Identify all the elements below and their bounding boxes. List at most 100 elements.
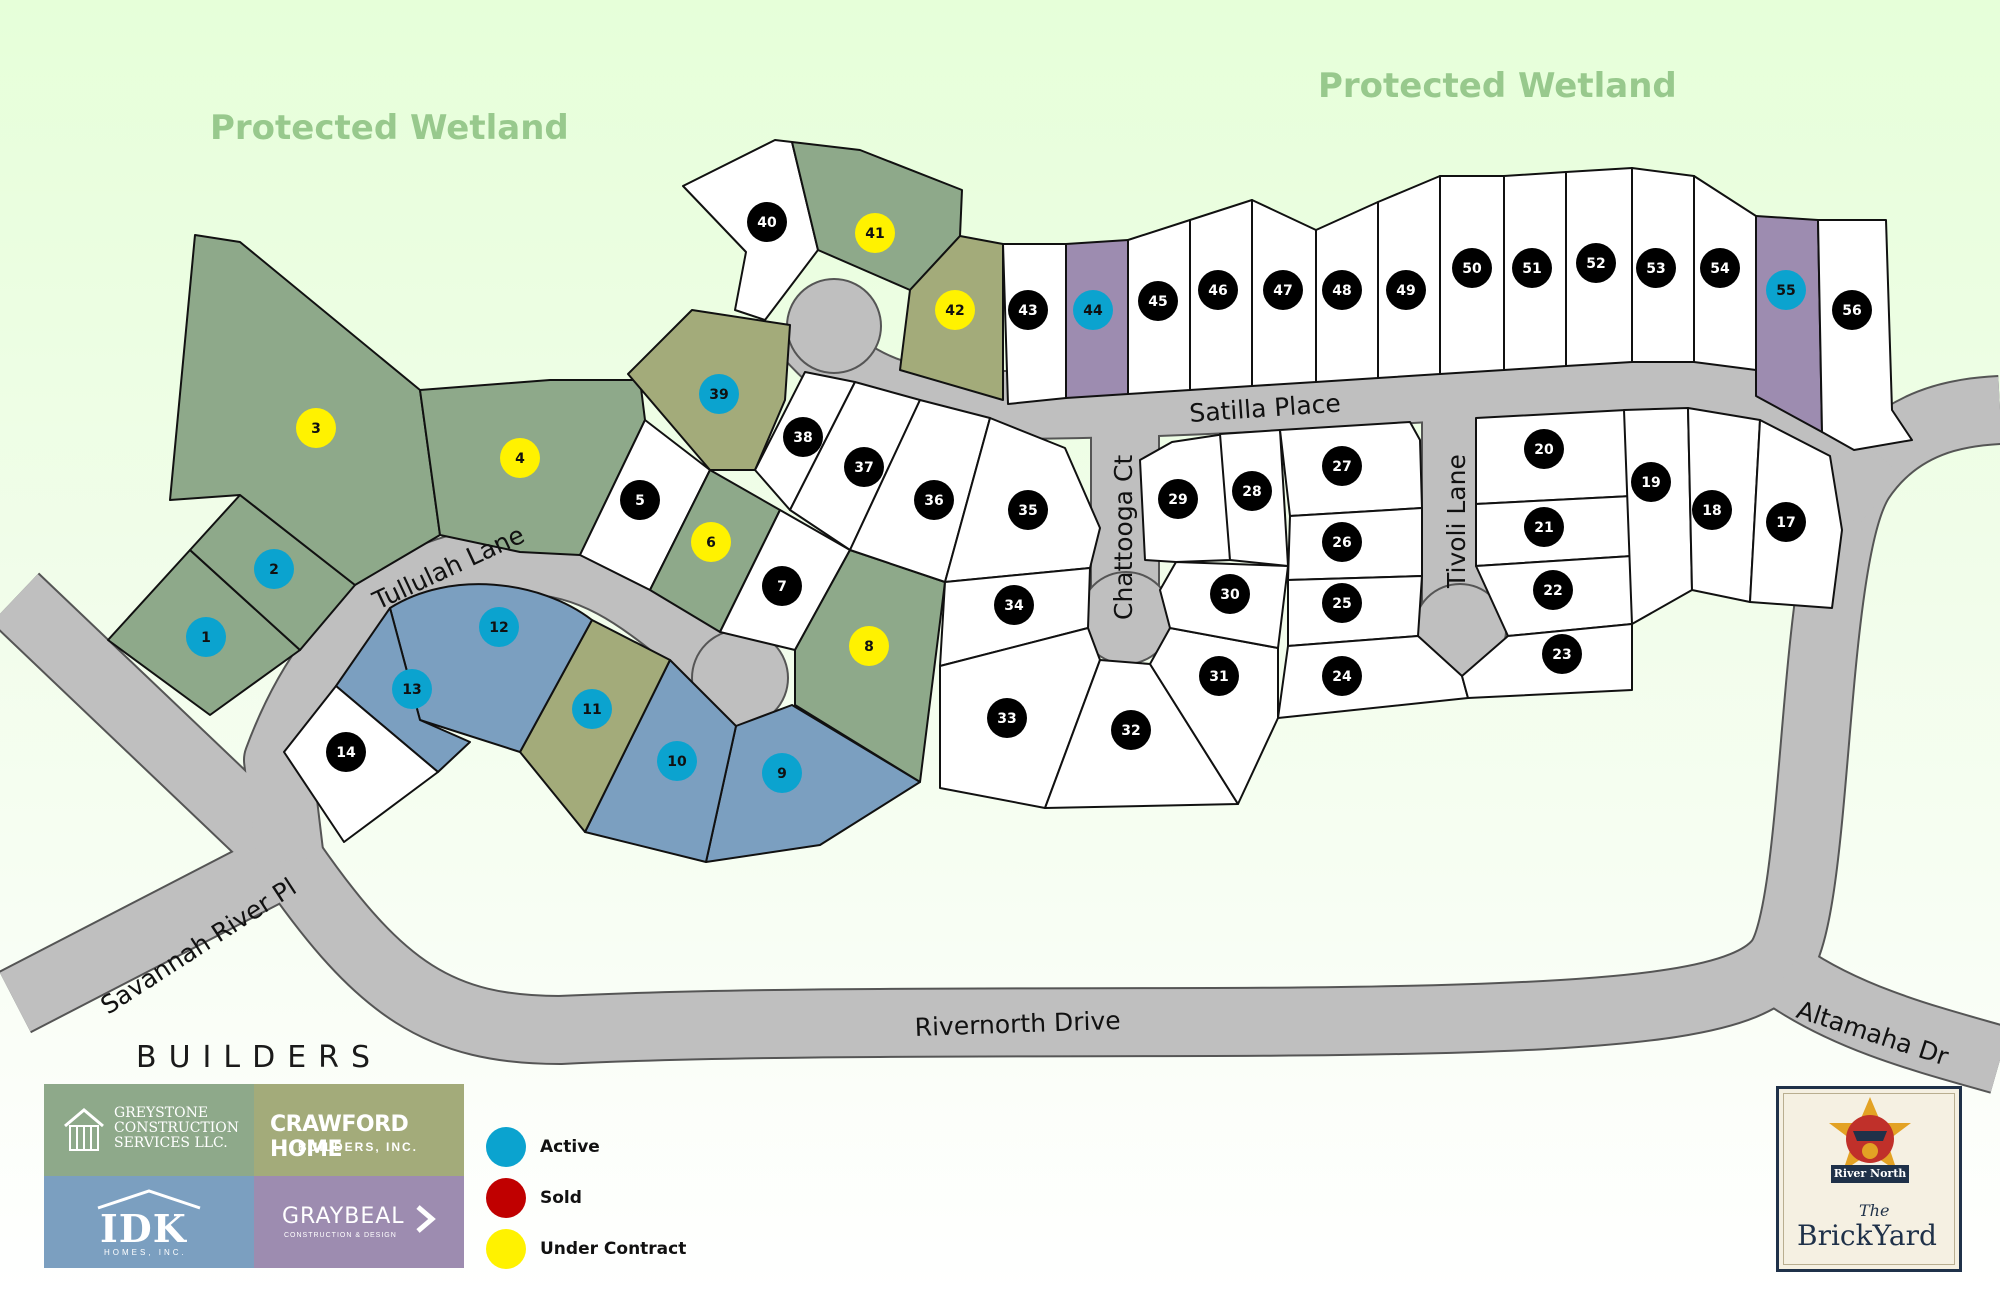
lot-dot-45[interactable] bbox=[1138, 281, 1178, 321]
lot-marker-40[interactable]: 40 bbox=[747, 202, 787, 242]
lot-dot-30[interactable] bbox=[1210, 574, 1250, 614]
lot-marker-44[interactable]: 44 bbox=[1073, 290, 1113, 330]
lot-marker-52[interactable]: 52 bbox=[1576, 243, 1616, 283]
lot-marker-6[interactable]: 6 bbox=[691, 522, 731, 562]
lot-dot-6[interactable] bbox=[691, 522, 731, 562]
lot-dot-4[interactable] bbox=[500, 438, 540, 478]
lot-marker-10[interactable]: 10 bbox=[657, 741, 697, 781]
lot-dot-18[interactable] bbox=[1692, 490, 1732, 530]
lot-marker-41[interactable]: 41 bbox=[855, 213, 895, 253]
lot-dot-7[interactable] bbox=[762, 566, 802, 606]
lot-marker-22[interactable]: 22 bbox=[1533, 570, 1573, 610]
lot-dot-54[interactable] bbox=[1700, 248, 1740, 288]
lot-marker-56[interactable]: 56 bbox=[1832, 290, 1872, 330]
lot-marker-46[interactable]: 46 bbox=[1198, 270, 1238, 310]
lot-dot-26[interactable] bbox=[1322, 522, 1362, 562]
lot-dot-42[interactable] bbox=[935, 290, 975, 330]
lot-marker-47[interactable]: 47 bbox=[1263, 270, 1303, 310]
lot-marker-34[interactable]: 34 bbox=[994, 585, 1034, 625]
lot-marker-29[interactable]: 29 bbox=[1158, 479, 1198, 519]
lot-dot-34[interactable] bbox=[994, 585, 1034, 625]
lot-dot-28[interactable] bbox=[1232, 471, 1272, 511]
lot-marker-25[interactable]: 25 bbox=[1322, 583, 1362, 623]
lot-dot-37[interactable] bbox=[844, 447, 884, 487]
lot-marker-2[interactable]: 2 bbox=[254, 549, 294, 589]
lot-marker-39[interactable]: 39 bbox=[699, 374, 739, 414]
lot-dot-35[interactable] bbox=[1008, 490, 1048, 530]
lot-marker-31[interactable]: 31 bbox=[1199, 656, 1239, 696]
lot-marker-24[interactable]: 24 bbox=[1322, 656, 1362, 696]
lot-marker-5[interactable]: 5 bbox=[620, 480, 660, 520]
lot-dot-20[interactable] bbox=[1524, 429, 1564, 469]
lot-marker-4[interactable]: 4 bbox=[500, 438, 540, 478]
lot-dot-13[interactable] bbox=[392, 669, 432, 709]
lot-marker-55[interactable]: 55 bbox=[1766, 270, 1806, 310]
lot-dot-14[interactable] bbox=[326, 732, 366, 772]
lot-marker-30[interactable]: 30 bbox=[1210, 574, 1250, 614]
lot-dot-47[interactable] bbox=[1263, 270, 1303, 310]
lot-dot-32[interactable] bbox=[1111, 710, 1151, 750]
lot-dot-23[interactable] bbox=[1542, 634, 1582, 674]
lot-marker-7[interactable]: 7 bbox=[762, 566, 802, 606]
lot-marker-20[interactable]: 20 bbox=[1524, 429, 1564, 469]
lot-dot-5[interactable] bbox=[620, 480, 660, 520]
lot-marker-48[interactable]: 48 bbox=[1322, 270, 1362, 310]
lot-marker-36[interactable]: 36 bbox=[914, 480, 954, 520]
lot-dot-24[interactable] bbox=[1322, 656, 1362, 696]
lot-dot-40[interactable] bbox=[747, 202, 787, 242]
lot-marker-35[interactable]: 35 bbox=[1008, 490, 1048, 530]
lot-marker-8[interactable]: 8 bbox=[849, 626, 889, 666]
lot-dot-52[interactable] bbox=[1576, 243, 1616, 283]
lot-marker-45[interactable]: 45 bbox=[1138, 281, 1178, 321]
lot-marker-33[interactable]: 33 bbox=[987, 698, 1027, 738]
lot-dot-36[interactable] bbox=[914, 480, 954, 520]
lot-marker-21[interactable]: 21 bbox=[1524, 507, 1564, 547]
lot-marker-17[interactable]: 17 bbox=[1766, 502, 1806, 542]
lot-dot-38[interactable] bbox=[783, 417, 823, 457]
lot-marker-19[interactable]: 19 bbox=[1631, 462, 1671, 502]
lot-dot-1[interactable] bbox=[186, 617, 226, 657]
lot-marker-53[interactable]: 53 bbox=[1636, 248, 1676, 288]
lot-dot-55[interactable] bbox=[1766, 270, 1806, 310]
lot-marker-49[interactable]: 49 bbox=[1386, 270, 1426, 310]
lot-marker-14[interactable]: 14 bbox=[326, 732, 366, 772]
lot-dot-8[interactable] bbox=[849, 626, 889, 666]
lot-dot-39[interactable] bbox=[699, 374, 739, 414]
lot-marker-18[interactable]: 18 bbox=[1692, 490, 1732, 530]
lot-marker-32[interactable]: 32 bbox=[1111, 710, 1151, 750]
lot-dot-33[interactable] bbox=[987, 698, 1027, 738]
lot-dot-10[interactable] bbox=[657, 741, 697, 781]
lot-dot-56[interactable] bbox=[1832, 290, 1872, 330]
lot-marker-27[interactable]: 27 bbox=[1322, 446, 1362, 486]
lot-marker-54[interactable]: 54 bbox=[1700, 248, 1740, 288]
lot-marker-37[interactable]: 37 bbox=[844, 447, 884, 487]
lot-dot-25[interactable] bbox=[1322, 583, 1362, 623]
lot-dot-41[interactable] bbox=[855, 213, 895, 253]
lot-dot-9[interactable] bbox=[762, 753, 802, 793]
lot-marker-3[interactable]: 3 bbox=[296, 408, 336, 448]
lot-marker-26[interactable]: 26 bbox=[1322, 522, 1362, 562]
lot-dot-21[interactable] bbox=[1524, 507, 1564, 547]
lot-marker-42[interactable]: 42 bbox=[935, 290, 975, 330]
lot-dot-50[interactable] bbox=[1452, 248, 1492, 288]
lot-dot-49[interactable] bbox=[1386, 270, 1426, 310]
lot-marker-38[interactable]: 38 bbox=[783, 417, 823, 457]
lot-marker-50[interactable]: 50 bbox=[1452, 248, 1492, 288]
lot-dot-2[interactable] bbox=[254, 549, 294, 589]
lot-marker-13[interactable]: 13 bbox=[392, 669, 432, 709]
lot-dot-29[interactable] bbox=[1158, 479, 1198, 519]
lot-marker-43[interactable]: 43 bbox=[1008, 290, 1048, 330]
lot-dot-44[interactable] bbox=[1073, 290, 1113, 330]
lot-dot-19[interactable] bbox=[1631, 462, 1671, 502]
lot-dot-27[interactable] bbox=[1322, 446, 1362, 486]
lot-marker-12[interactable]: 12 bbox=[479, 607, 519, 647]
lot-dot-3[interactable] bbox=[296, 408, 336, 448]
lot-dot-22[interactable] bbox=[1533, 570, 1573, 610]
lot-dot-11[interactable] bbox=[572, 689, 612, 729]
lot-dot-17[interactable] bbox=[1766, 502, 1806, 542]
lot-dot-31[interactable] bbox=[1199, 656, 1239, 696]
lot-dot-48[interactable] bbox=[1322, 270, 1362, 310]
lot-dot-43[interactable] bbox=[1008, 290, 1048, 330]
lot-marker-9[interactable]: 9 bbox=[762, 753, 802, 793]
lot-marker-51[interactable]: 51 bbox=[1512, 248, 1552, 288]
